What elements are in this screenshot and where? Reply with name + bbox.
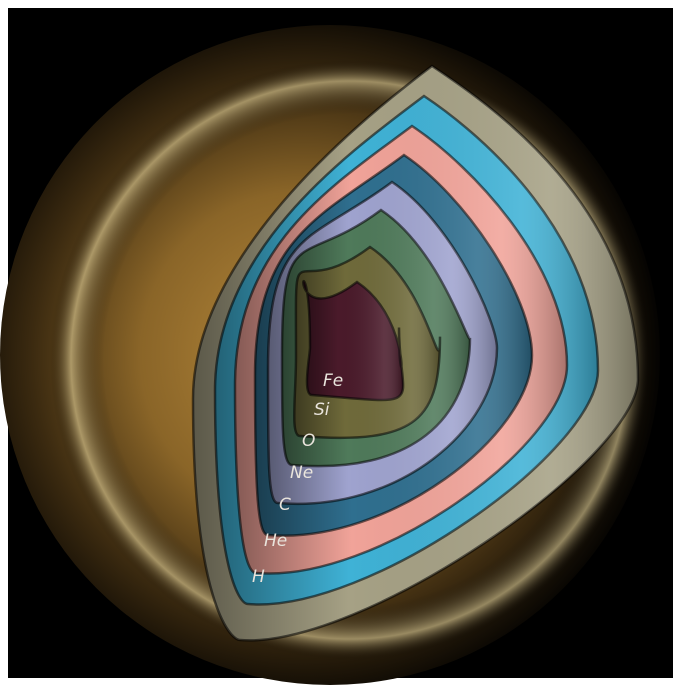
shell-layers: [191, 64, 640, 642]
shell-label-o: O: [302, 431, 315, 451]
shell-shading: [303, 281, 404, 400]
shell-label-ne: Ne: [290, 463, 313, 483]
shell-label-fe: Fe: [323, 371, 343, 391]
shell-label-si: Si: [314, 400, 330, 420]
shell-label-h: H: [252, 567, 265, 587]
shell-labels: H He C Ne O Si Fe: [252, 371, 343, 587]
shell-label-c: C: [279, 495, 291, 515]
shell-label-he: He: [264, 531, 287, 551]
